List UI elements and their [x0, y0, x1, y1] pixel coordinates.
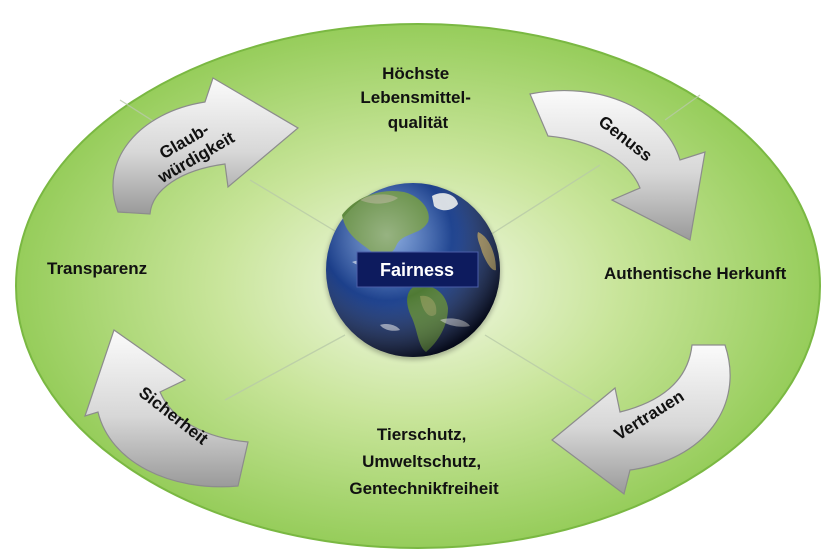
- label-top-line-3: qualität: [388, 113, 449, 132]
- label-bottom-line-3: Gentechnikfreiheit: [349, 479, 499, 498]
- label-bottom-line-1: Tierschutz,: [377, 425, 466, 444]
- arrow-genuss: Genuss: [529, 90, 706, 241]
- label-right: Authentische Herkunft: [604, 264, 787, 283]
- label-top-line-1: Höchste: [382, 64, 449, 83]
- label-top-line-2: Lebensmittel-: [360, 88, 471, 107]
- connector-lines: [119, 94, 701, 406]
- label-left: Transparenz: [47, 259, 147, 278]
- label-bottom-line-2: Umweltschutz,: [362, 452, 481, 471]
- label-top: Höchste Lebensmittel- qualität: [360, 64, 475, 132]
- arrow-glaubwuerdigkeit: Glaub- würdigkeit: [112, 77, 300, 215]
- label-bottom: Tierschutz, Umweltschutz, Gentechnikfrei…: [349, 425, 499, 498]
- center-label: Fairness: [380, 260, 454, 280]
- fairness-label-box: Fairness: [356, 251, 479, 288]
